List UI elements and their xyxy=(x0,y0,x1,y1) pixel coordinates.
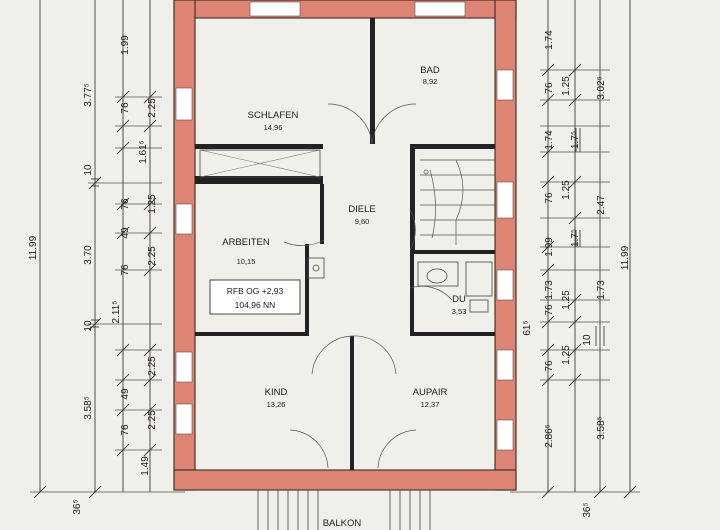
staircase xyxy=(420,159,495,245)
dim-right-outer: 1.25 xyxy=(561,76,572,96)
dim-right-mid: 2.47 xyxy=(596,195,607,215)
room-area: 13,26 xyxy=(267,400,286,409)
dim-right-outer: 1.99 xyxy=(544,237,555,257)
room-label-arbeiten: ARBEITEN 10,15 xyxy=(222,237,270,266)
dim-left-overall: 11.99 xyxy=(28,235,39,260)
room-area: 14,96 xyxy=(264,123,283,132)
dim-left-inner: 49 xyxy=(120,388,131,400)
dim-left-mid: 3.58⁵ xyxy=(83,396,94,420)
dim-left-inner: 36⁵ xyxy=(72,499,83,514)
room-area: 3,53 xyxy=(452,307,467,316)
dim-left-inner: 49 xyxy=(120,227,131,239)
left-dimension-chains: 11.99 3.77⁵ 3.70 2.11⁵ 3.58⁵ 10 10 1.99 … xyxy=(28,0,185,515)
room-name: KIND xyxy=(265,387,288,398)
door-swings xyxy=(283,103,453,469)
dim-right-outer: 1.25 xyxy=(561,290,572,310)
dim-right-outer: 1.74 xyxy=(544,130,555,150)
dim-left-mid: 2.11⁵ xyxy=(111,301,122,324)
level-box: RFB OG +2,93 104,96 NN xyxy=(209,279,301,315)
balcony xyxy=(257,490,431,530)
dim-right-mid: 3.58⁵ xyxy=(596,416,607,440)
dim-left-inner: 76 xyxy=(120,102,131,114)
interior-walls xyxy=(195,18,495,470)
level-line-2: 104,96 NN xyxy=(235,300,276,310)
room-label-kind: KIND 13,26 xyxy=(265,387,288,409)
dim-right-mid: 10 xyxy=(582,334,593,346)
room-name: DIELE xyxy=(348,204,375,215)
dim-left-inner: 76 xyxy=(120,424,131,436)
room-name: SCHLAFEN xyxy=(248,110,299,121)
level-line-1: RFB OG +2,93 xyxy=(227,286,284,296)
dim-right-mid: 1.73 xyxy=(596,280,607,300)
room-label-diele: DIELE 9,60 xyxy=(348,204,375,226)
dim-left-outer: 2.25 xyxy=(147,410,158,430)
dim-left-outer: 2.25 xyxy=(147,356,158,376)
dim-left-outer: 1.25 xyxy=(147,194,158,214)
dim-left-tens: 10 xyxy=(83,320,94,332)
room-area: 8,92 xyxy=(423,77,438,86)
dim-right-outer: 36⁵ xyxy=(582,502,593,517)
dim-left-outer: 2.25 xyxy=(147,246,158,266)
room-area: 12,37 xyxy=(421,400,440,409)
room-name: DU xyxy=(452,294,466,305)
windows xyxy=(175,1,514,451)
dim-left-outer: 2.25 xyxy=(147,98,158,118)
dim-right-outer: 1.25 xyxy=(561,345,572,365)
dim-left-tens: 10 xyxy=(83,164,94,176)
dim-right-mid: 3.02⁵ xyxy=(596,76,607,100)
room-name: BAD xyxy=(420,65,440,76)
dim-left-inner: 1.61⁵ xyxy=(138,140,149,164)
dim-right-overall: 11.99 xyxy=(620,245,631,270)
dim-right-outer: 1.25 xyxy=(561,180,572,200)
dim-left-inner: 76 xyxy=(120,198,131,210)
dim-left-mid: 3.70 xyxy=(83,245,94,265)
dim-right-inner: 1.7⁵ xyxy=(570,229,581,247)
wardrobe xyxy=(199,149,321,178)
dim-left-inner: 76 xyxy=(120,264,131,276)
dim-right-inner: 76 xyxy=(544,192,555,204)
room-label-aupair: AUPAIR 12,37 xyxy=(413,387,448,409)
dim-right-inner: 76 xyxy=(544,304,555,316)
room-name: AUPAIR xyxy=(413,387,448,398)
dim-right-outer: 2.86⁵ xyxy=(544,424,555,448)
room-label-bad: BAD 8,92 xyxy=(420,65,440,86)
balcony-label: BALKON xyxy=(323,518,362,529)
room-label-schlafen: SCHLAFEN 14,96 xyxy=(248,110,299,132)
room-label-du: DU 3,53 xyxy=(452,294,467,316)
shaft xyxy=(307,257,325,279)
right-dimension-chains: 11.99 1.74 1.25 1.74 1.25 1.99 1.25 1.73… xyxy=(510,0,640,518)
dim-left-inner: 1.99 xyxy=(120,35,131,55)
dim-left-inner: 1.49 xyxy=(140,456,151,476)
dim-right-outer: 1.73 xyxy=(544,280,555,300)
bathroom-fixtures xyxy=(417,261,493,313)
dim-right-inner: 1.7⁵ xyxy=(570,131,581,149)
room-area: 10,15 xyxy=(237,257,256,266)
room-area: 9,60 xyxy=(355,217,370,226)
dim-right-inner: 76 xyxy=(544,360,555,372)
dim-right-outer: 1.74 xyxy=(544,30,555,50)
room-name: ARBEITEN xyxy=(222,237,270,248)
dim-right-inner: 76 xyxy=(544,82,555,94)
dim-right-mid: 61⁵ xyxy=(522,320,533,335)
dim-left-mid: 3.77⁵ xyxy=(83,83,94,107)
